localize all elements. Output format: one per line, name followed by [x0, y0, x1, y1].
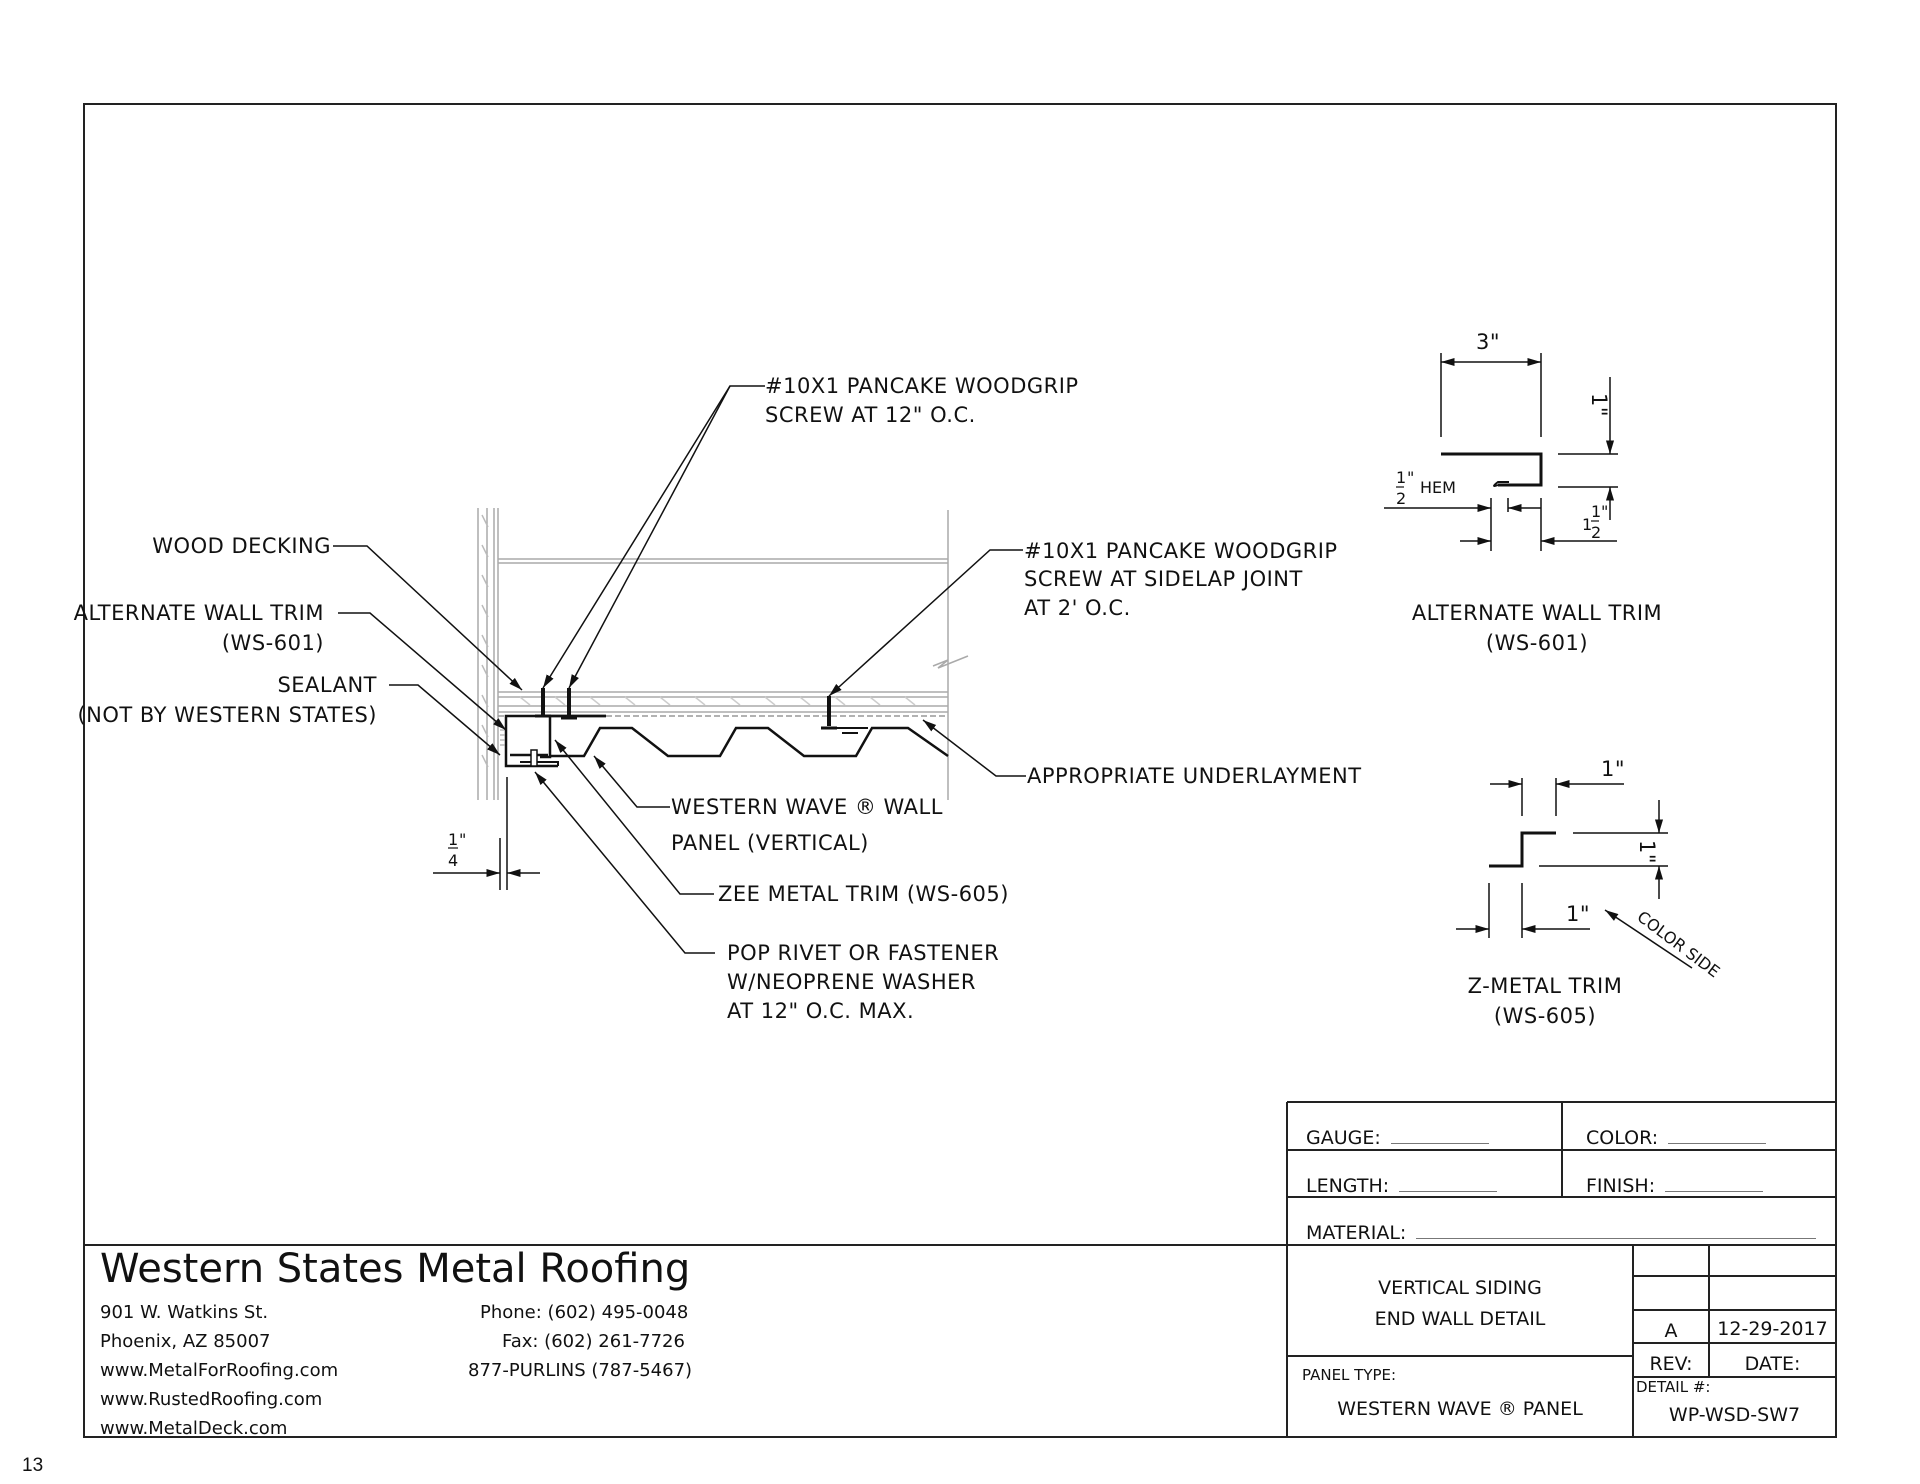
length-value[interactable]	[1399, 1191, 1498, 1192]
gap-dim-numerator: 1	[448, 830, 458, 849]
page-number: 13	[22, 1455, 44, 1476]
callout-pop-rivet: POP RIVET OR FASTENER	[727, 941, 999, 965]
website-link-2[interactable]: www.RustedRoofing.com	[100, 1389, 323, 1410]
callout-zee-trim: ZEE METAL TRIM (WS-605)	[718, 882, 1009, 906]
fax-number: Fax: (602) 261-7726	[502, 1331, 685, 1352]
z-trim-dim-side: 1"	[1635, 840, 1659, 864]
color-side-label: COLOR SIDE	[1634, 907, 1724, 981]
toll-free-number: 877-PURLINS (787-5467)	[468, 1360, 693, 1381]
color-field[interactable]: COLOR:	[1586, 1127, 1767, 1149]
hem-unit: "	[1407, 468, 1414, 487]
framing-member	[498, 510, 949, 800]
callout-screw-sidelap-line2: SCREW AT SIDELAP JOINT	[1024, 567, 1303, 591]
callout-sealant: SEALANT	[277, 673, 377, 697]
alt-trim-code: (WS-601)	[1486, 631, 1588, 655]
hem-numerator: 1	[1396, 468, 1406, 487]
hem-label: HEM	[1420, 478, 1456, 497]
rev-label: REV:	[1649, 1353, 1693, 1375]
material-value[interactable]	[1416, 1238, 1817, 1239]
lower-dim-unit: "	[1601, 502, 1608, 521]
gap-dim-denominator: 4	[448, 851, 458, 870]
lower-dim-den: 2	[1591, 523, 1601, 542]
callout-panel-line2: PANEL (VERTICAL)	[671, 831, 869, 855]
phone-number: Phone: (602) 495-0048	[480, 1302, 689, 1323]
rev-value: A	[1664, 1320, 1678, 1342]
callout-screw-12oc-line2: SCREW AT 12" O.C.	[765, 403, 976, 427]
gauge-value[interactable]	[1390, 1143, 1489, 1144]
decking-hatch	[519, 696, 916, 706]
website-link-1[interactable]: www.MetalForRoofing.com	[100, 1360, 339, 1381]
pop-rivet	[530, 749, 538, 767]
callout-sealant-note: (NOT BY WESTERN STATES)	[77, 703, 377, 727]
length-field[interactable]: LENGTH:	[1306, 1175, 1498, 1197]
panel-type-value: WESTERN WAVE ® PANEL	[1337, 1398, 1583, 1420]
finish-label: FINISH:	[1586, 1175, 1656, 1197]
z-trim-title: Z-METAL TRIM	[1468, 974, 1623, 998]
hem-denominator: 2	[1396, 489, 1406, 508]
sheet-border	[83, 103, 1837, 1438]
z-trim-dim-top: 1"	[1601, 757, 1625, 781]
gauge-field[interactable]: GAUGE:	[1306, 1127, 1489, 1149]
gap-dim-unit: "	[459, 830, 466, 849]
detail-number-value: WP-WSD-SW7	[1668, 1404, 1801, 1426]
callout-wood-decking: WOOD DECKING	[152, 534, 331, 558]
finish-field[interactable]: FINISH:	[1586, 1175, 1764, 1197]
alternate-wall-trim-detail	[1384, 353, 1618, 551]
leader-lines	[333, 385, 1026, 954]
detail-title-line1: VERTICAL SIDING	[1378, 1277, 1542, 1299]
website-link-3[interactable]: www.MetalDeck.com	[100, 1418, 288, 1439]
gap-dimension	[433, 777, 540, 890]
callout-screw-sidelap: #10X1 PANCAKE WOODGRIP	[1024, 539, 1338, 563]
callout-pop-rivet-line2: W/NEOPRENE WASHER	[727, 970, 976, 994]
alt-trim-dim-width: 3"	[1476, 330, 1500, 354]
woodgrip-screw	[535, 688, 551, 718]
callout-alt-wall-trim: ALTERNATE WALL TRIM	[74, 601, 324, 625]
material-label: MATERIAL:	[1306, 1222, 1407, 1244]
end-wall-hatch	[481, 514, 489, 768]
western-wave-panel	[550, 726, 949, 758]
lower-dim-num: 1	[1591, 502, 1601, 521]
callout-alt-wall-trim-code: (WS-601)	[222, 631, 324, 655]
lower-dim-whole: 1	[1582, 515, 1592, 534]
z-trim-dim-bottom: 1"	[1566, 902, 1590, 926]
z-trim-code: (WS-605)	[1494, 1004, 1596, 1028]
callout-screw-12oc: #10X1 PANCAKE WOODGRIP	[765, 374, 1079, 398]
callout-panel: WESTERN WAVE ® WALL	[671, 795, 943, 819]
color-value[interactable]	[1668, 1143, 1767, 1144]
panel-type-label: PANEL TYPE:	[1302, 1366, 1397, 1384]
title-block-grid	[84, 1101, 1836, 1437]
alt-trim-title: ALTERNATE WALL TRIM	[1412, 601, 1662, 625]
zee-metal-trim	[540, 714, 606, 759]
finish-value[interactable]	[1665, 1191, 1764, 1192]
detail-number-label: DETAIL #:	[1636, 1378, 1711, 1396]
address-line2: Phoenix, AZ 85007	[100, 1331, 271, 1352]
callout-underlayment: APPROPRIATE UNDERLAYMENT	[1027, 764, 1362, 788]
sealant	[500, 729, 505, 746]
break-symbol	[932, 655, 969, 669]
wood-decking	[498, 691, 948, 713]
date-label: DATE:	[1744, 1353, 1801, 1375]
z-metal-trim-detail	[1456, 778, 1693, 969]
material-field[interactable]: MATERIAL:	[1306, 1222, 1817, 1244]
color-label: COLOR:	[1586, 1127, 1659, 1149]
callout-pop-rivet-line3: AT 12" O.C. MAX.	[727, 999, 914, 1023]
date-value: 12-29-2017	[1717, 1318, 1828, 1340]
woodgrip-screw	[561, 688, 577, 720]
address-line1: 901 W. Watkins St.	[100, 1302, 269, 1323]
alt-trim-dim-height: 1"	[1587, 393, 1611, 417]
gauge-label: GAUGE:	[1306, 1127, 1381, 1149]
end-wall-section	[333, 385, 1026, 954]
sidelap-screw	[821, 696, 837, 730]
company-name: Western States Metal Roofing	[100, 1246, 691, 1292]
length-label: LENGTH:	[1306, 1175, 1390, 1197]
detail-title-line2: END WALL DETAIL	[1374, 1308, 1546, 1330]
end-wall	[477, 508, 499, 800]
callout-screw-sidelap-line3: AT 2' O.C.	[1024, 596, 1131, 620]
